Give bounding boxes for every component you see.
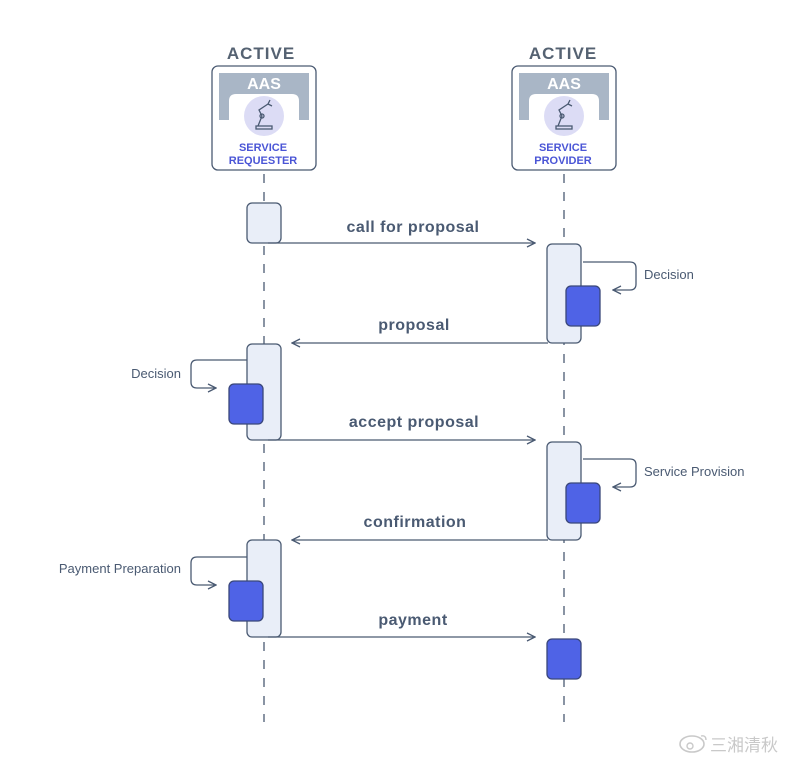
- proposal-label: proposal: [378, 317, 450, 334]
- requester-role-line2: REQUESTER: [229, 155, 298, 167]
- payment-preparation-note: Payment Preparation: [59, 561, 181, 576]
- requester-role-line1: SERVICE: [239, 142, 287, 154]
- requester-decision-box: [228, 383, 264, 425]
- requester-status: ACTIVE: [227, 44, 295, 63]
- provider-decision-loop: [583, 261, 637, 290]
- payment-preparation-box: [228, 580, 264, 622]
- call-for-proposal-label: call for proposal: [347, 219, 480, 236]
- requester-header: ACTIVE AAS SERVICE REQUESTER: [211, 44, 317, 171]
- provider-aas-band: [519, 73, 609, 120]
- provider-role-line1: SERVICE: [539, 142, 587, 154]
- confirmation-label: confirmation: [364, 514, 467, 531]
- requester-activation-1: [246, 202, 282, 244]
- provider-role-line2: PROVIDER: [534, 155, 592, 167]
- service-provision-loop: [583, 458, 637, 487]
- provider-header: ACTIVE AAS SERVICE PROVIDER: [511, 44, 617, 171]
- provider-decision-box: [565, 285, 601, 327]
- provider-status: ACTIVE: [529, 44, 597, 63]
- payment-label: payment: [378, 612, 447, 629]
- requester-aas-band: [219, 73, 309, 120]
- requester-decision-loop: [190, 359, 247, 388]
- robot-arm-icon: [555, 99, 573, 130]
- watermark: 三湘清秋: [679, 735, 778, 756]
- payment-received-box: [546, 638, 582, 680]
- provider-aas-label: AAS: [547, 76, 581, 93]
- watermark-text: 三湘清秋: [710, 736, 778, 756]
- service-provision-note: Service Provision: [644, 464, 744, 479]
- payment-preparation-loop: [190, 556, 247, 585]
- provider-decision-note: Decision: [644, 267, 694, 282]
- service-provision-box: [565, 482, 601, 524]
- requester-decision-note: Decision: [131, 366, 181, 381]
- requester-aas-label: AAS: [247, 76, 281, 93]
- robot-arm-icon: [255, 99, 273, 130]
- accept-proposal-label: accept proposal: [349, 414, 479, 431]
